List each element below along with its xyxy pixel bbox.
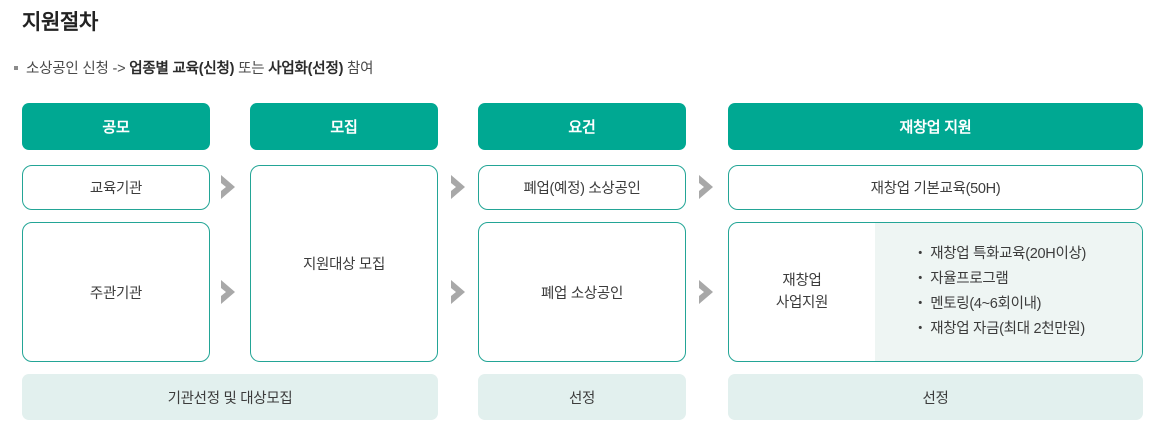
stage-header-yogeon: 요건 bbox=[478, 103, 686, 150]
restart-business-support-label: 재창업 사업지원 bbox=[729, 223, 875, 361]
list-item-label: 자율프로그램 bbox=[930, 271, 1009, 288]
subtitle-text-part2: 또는 bbox=[234, 61, 269, 77]
stage-header-restart-support: 재창업 지원 bbox=[728, 103, 1143, 150]
chevron-right-icon bbox=[447, 277, 473, 307]
list-item-label: 재창업 자금(최대 2천만원) bbox=[930, 320, 1085, 337]
list-bullet-icon: ・ bbox=[913, 271, 928, 288]
stage-header-gongmo: 공모 bbox=[22, 103, 210, 150]
node-closing-business-owner[interactable]: 폐업(예정) 소상공인 bbox=[478, 165, 686, 210]
support-label-line2: 사업지원 bbox=[775, 295, 829, 311]
node-restart-basic-education[interactable]: 재창업 기본교육(50H) bbox=[728, 165, 1143, 210]
support-label-line1: 재창업 bbox=[782, 272, 822, 289]
chevron-right-icon bbox=[217, 172, 243, 202]
node-recruit-targets[interactable]: 지원대상 모집 bbox=[250, 165, 438, 362]
subtitle-strong-commercialization: 사업화(선정) bbox=[268, 61, 344, 77]
footer-bar-institution-selection: 기관선정 및 대상모집 bbox=[22, 374, 438, 420]
page-title: 지원절차 bbox=[22, 11, 99, 34]
chevron-right-icon bbox=[217, 277, 243, 307]
node-host-institution[interactable]: 주관기관 bbox=[22, 222, 210, 362]
node-education-institution[interactable]: 교육기관 bbox=[22, 165, 210, 210]
list-item: ・재창업 자금(최대 2천만원) bbox=[913, 317, 1142, 342]
square-bullet-icon bbox=[14, 66, 18, 71]
restart-business-support-items: ・재창업 특화교육(20H이상) ・자율프로그램 ・멘토링(4~6회이내) ・재… bbox=[875, 223, 1142, 361]
node-closed-business-owner[interactable]: 폐업 소상공인 bbox=[478, 222, 686, 362]
list-bullet-icon: ・ bbox=[913, 246, 928, 263]
subtitle-text-part1: 소상공인 신청 -> bbox=[26, 61, 130, 77]
list-item-label: 재창업 특화교육(20H이상) bbox=[930, 246, 1087, 263]
list-item: ・재창업 특화교육(20H이상) bbox=[913, 242, 1142, 267]
subtitle-row: 소상공인 신청 -> 업종별 교육(신청) 또는 사업화(선정) 참여 bbox=[14, 57, 374, 78]
chevron-right-icon bbox=[447, 172, 473, 202]
list-bullet-icon: ・ bbox=[913, 296, 928, 312]
list-item: ・멘토링(4~6회이내) bbox=[913, 292, 1142, 317]
list-item: ・자율프로그램 bbox=[913, 267, 1142, 292]
footer-bar-selection-requirement: 선정 bbox=[478, 374, 686, 420]
subtitle-text-part3: 참여 bbox=[343, 61, 374, 77]
stage-header-mojip: 모집 bbox=[250, 103, 438, 150]
chevron-right-icon bbox=[695, 277, 721, 307]
footer-bar-selection-support: 선정 bbox=[728, 374, 1143, 420]
list-bullet-icon: ・ bbox=[913, 320, 928, 337]
subtitle-strong-education: 업종별 교육(신청) bbox=[129, 61, 235, 77]
list-item-label: 멘토링(4~6회이내) bbox=[930, 296, 1042, 312]
chevron-right-icon bbox=[695, 172, 721, 202]
node-restart-business-support[interactable]: 재창업 사업지원 ・재창업 특화교육(20H이상) ・자율프로그램 ・멘토링(4… bbox=[728, 222, 1143, 362]
